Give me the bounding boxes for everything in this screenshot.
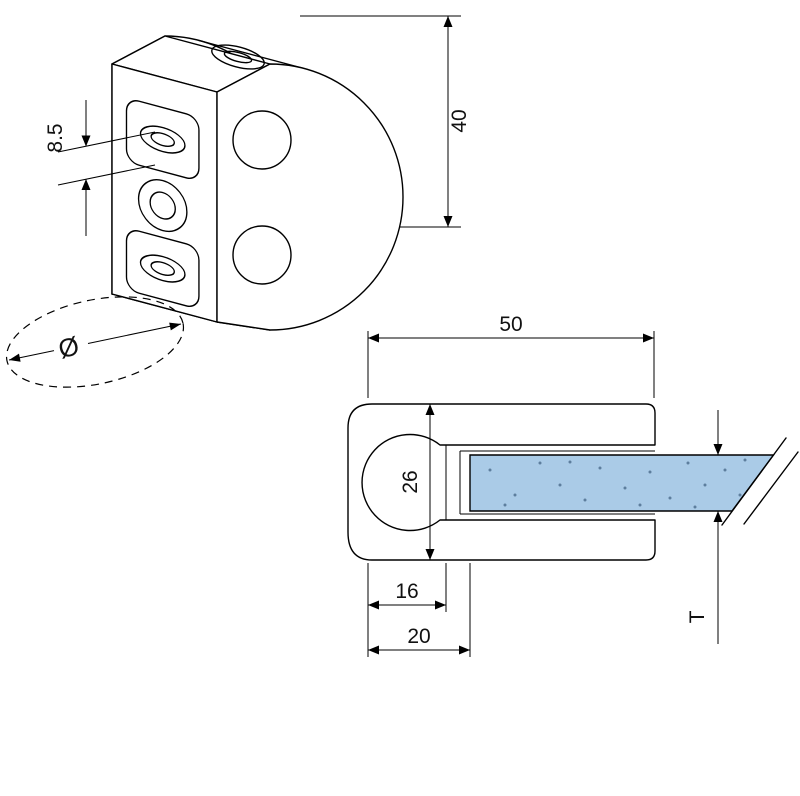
arrowhead (368, 333, 379, 343)
arrowhead (9, 353, 21, 362)
arrowhead (169, 322, 181, 331)
glass-thickness-label: T (686, 610, 709, 623)
break-line (721, 437, 787, 526)
dimension-26: 26 (399, 404, 435, 560)
dimension-20: 20 (368, 563, 471, 657)
slot-top-hole-outer (139, 125, 186, 154)
front-plate (216, 63, 404, 331)
arrowhead (443, 16, 453, 27)
mounting-slots (125, 100, 200, 308)
extension-line (57, 164, 156, 186)
center-hole-outer (137, 179, 188, 233)
glass-panel (469, 454, 775, 512)
arrowhead (368, 645, 379, 655)
arrowhead (713, 444, 723, 455)
center-hole-inner (149, 191, 176, 220)
dim-26-label: 26 (399, 470, 422, 493)
glass-speckles (488, 458, 747, 509)
diameter-line (87, 323, 182, 344)
arrowhead (435, 600, 446, 610)
clamp-body-section (347, 403, 656, 561)
dimension-50: 50 (367, 313, 655, 398)
arrowhead (368, 600, 379, 610)
top-slot-inner (223, 50, 253, 64)
extension-line (57, 131, 156, 153)
glass-break-lines (721, 437, 799, 526)
side-section-view: 50 26 16 20 (347, 313, 799, 657)
slot-bottom-hole-inner (150, 261, 175, 277)
dim-8-5-label: 8.5 (44, 123, 67, 152)
dim-16-label: 16 (395, 580, 418, 603)
arrowhead (81, 179, 91, 190)
dim-50-label: 50 (499, 313, 522, 336)
arrowhead (443, 216, 453, 227)
diameter-symbol: Ø (55, 330, 82, 364)
slot-top-hole-inner (150, 132, 175, 148)
silhouette-edge (198, 39, 305, 70)
dashed-ellipse (5, 296, 185, 388)
arrowhead (425, 549, 435, 560)
slot-bottom (125, 230, 200, 308)
front-hole-bottom (232, 225, 292, 285)
arrowhead (713, 511, 723, 522)
front-hole-top (232, 110, 292, 170)
top-slot-outer (211, 44, 265, 70)
slot-bottom-hole-outer (139, 254, 186, 283)
arrowhead (425, 404, 435, 415)
dim-40-label: 40 (448, 109, 471, 132)
dimension-16: 16 (367, 563, 447, 657)
clamp-inner-lines (445, 445, 655, 520)
top-slot (211, 44, 265, 70)
dim-20-label: 20 (407, 625, 430, 648)
break-line (743, 451, 799, 525)
dimension-40: 40 (300, 15, 471, 228)
isometric-view: 8.5 Ø (5, 35, 404, 388)
dimension-8-5: 8.5 (44, 100, 156, 236)
arrowhead (81, 135, 91, 147)
slot-top (125, 100, 200, 180)
dimension-glass-thickness: T (686, 410, 723, 644)
arrowhead (643, 333, 654, 343)
arrowhead (459, 645, 470, 655)
